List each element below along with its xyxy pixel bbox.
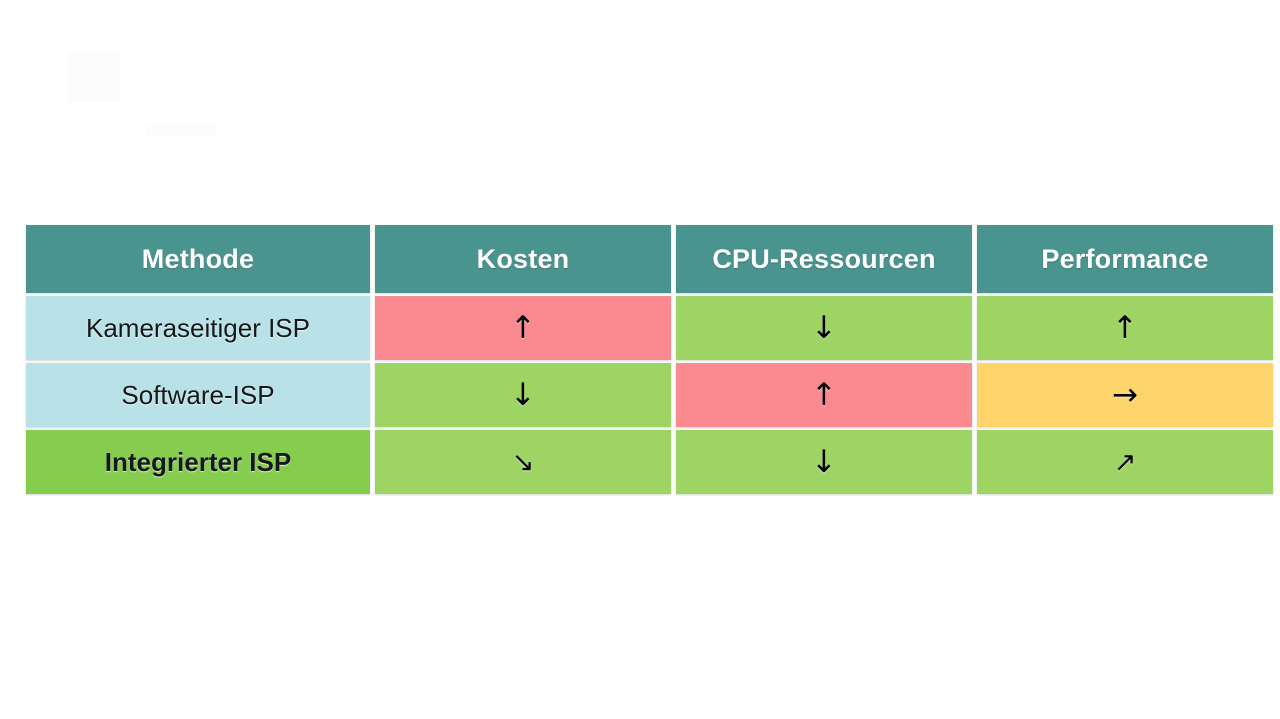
cell-software-performance: →: [977, 363, 1273, 427]
table-row: Kameraseitiger ISP ↑ ↓ ↑: [26, 296, 1273, 360]
cell-software-kosten: ↓: [375, 363, 671, 427]
row-label-software-isp: Software-ISP: [26, 363, 370, 427]
table-header-row: Methode Kosten CPU-Ressourcen Performanc…: [26, 225, 1273, 293]
cell-integrierter-cpu: ↓: [676, 430, 972, 494]
table-row: Integrierter ISP ↘ ↓ ↗: [26, 430, 1273, 494]
arrow-up-icon: ↑: [811, 376, 837, 413]
comparison-table: Methode Kosten CPU-Ressourcen Performanc…: [21, 222, 1278, 497]
cell-kameraseitiger-performance: ↑: [977, 296, 1273, 360]
cell-integrierter-kosten: ↘: [375, 430, 671, 494]
arrow-right-icon: →: [1112, 376, 1138, 413]
row-label-integrierter-isp: Integrierter ISP: [26, 430, 370, 494]
arrow-up-icon: ↑: [510, 309, 536, 346]
cell-kameraseitiger-kosten: ↑: [375, 296, 671, 360]
scan-artifact-secondary: [146, 125, 216, 137]
column-header-cpu-ressourcen[interactable]: CPU-Ressourcen: [676, 225, 972, 293]
row-label-kameraseitiger-isp: Kameraseitiger ISP: [26, 296, 370, 360]
arrow-down-icon: ↓: [811, 309, 837, 346]
arrow-up-icon: ↑: [1112, 309, 1138, 346]
table-row: Software-ISP ↓ ↑ →: [26, 363, 1273, 427]
scan-artifact-top-left: [68, 52, 120, 102]
table-body: Kameraseitiger ISP ↑ ↓ ↑ Software-ISP ↓ …: [26, 296, 1273, 494]
column-header-methode[interactable]: Methode: [26, 225, 370, 293]
arrow-down-icon: ↓: [510, 376, 536, 413]
cell-integrierter-performance: ↗: [977, 430, 1273, 494]
table-header: Methode Kosten CPU-Ressourcen Performanc…: [26, 225, 1273, 293]
arrow-down-right-icon: ↘: [511, 446, 535, 478]
column-header-kosten[interactable]: Kosten: [375, 225, 671, 293]
arrow-down-icon: ↓: [811, 443, 837, 480]
cell-software-cpu: ↑: [676, 363, 972, 427]
arrow-up-right-icon: ↗: [1113, 446, 1137, 478]
cell-kameraseitiger-cpu: ↓: [676, 296, 972, 360]
column-header-performance[interactable]: Performance: [977, 225, 1273, 293]
